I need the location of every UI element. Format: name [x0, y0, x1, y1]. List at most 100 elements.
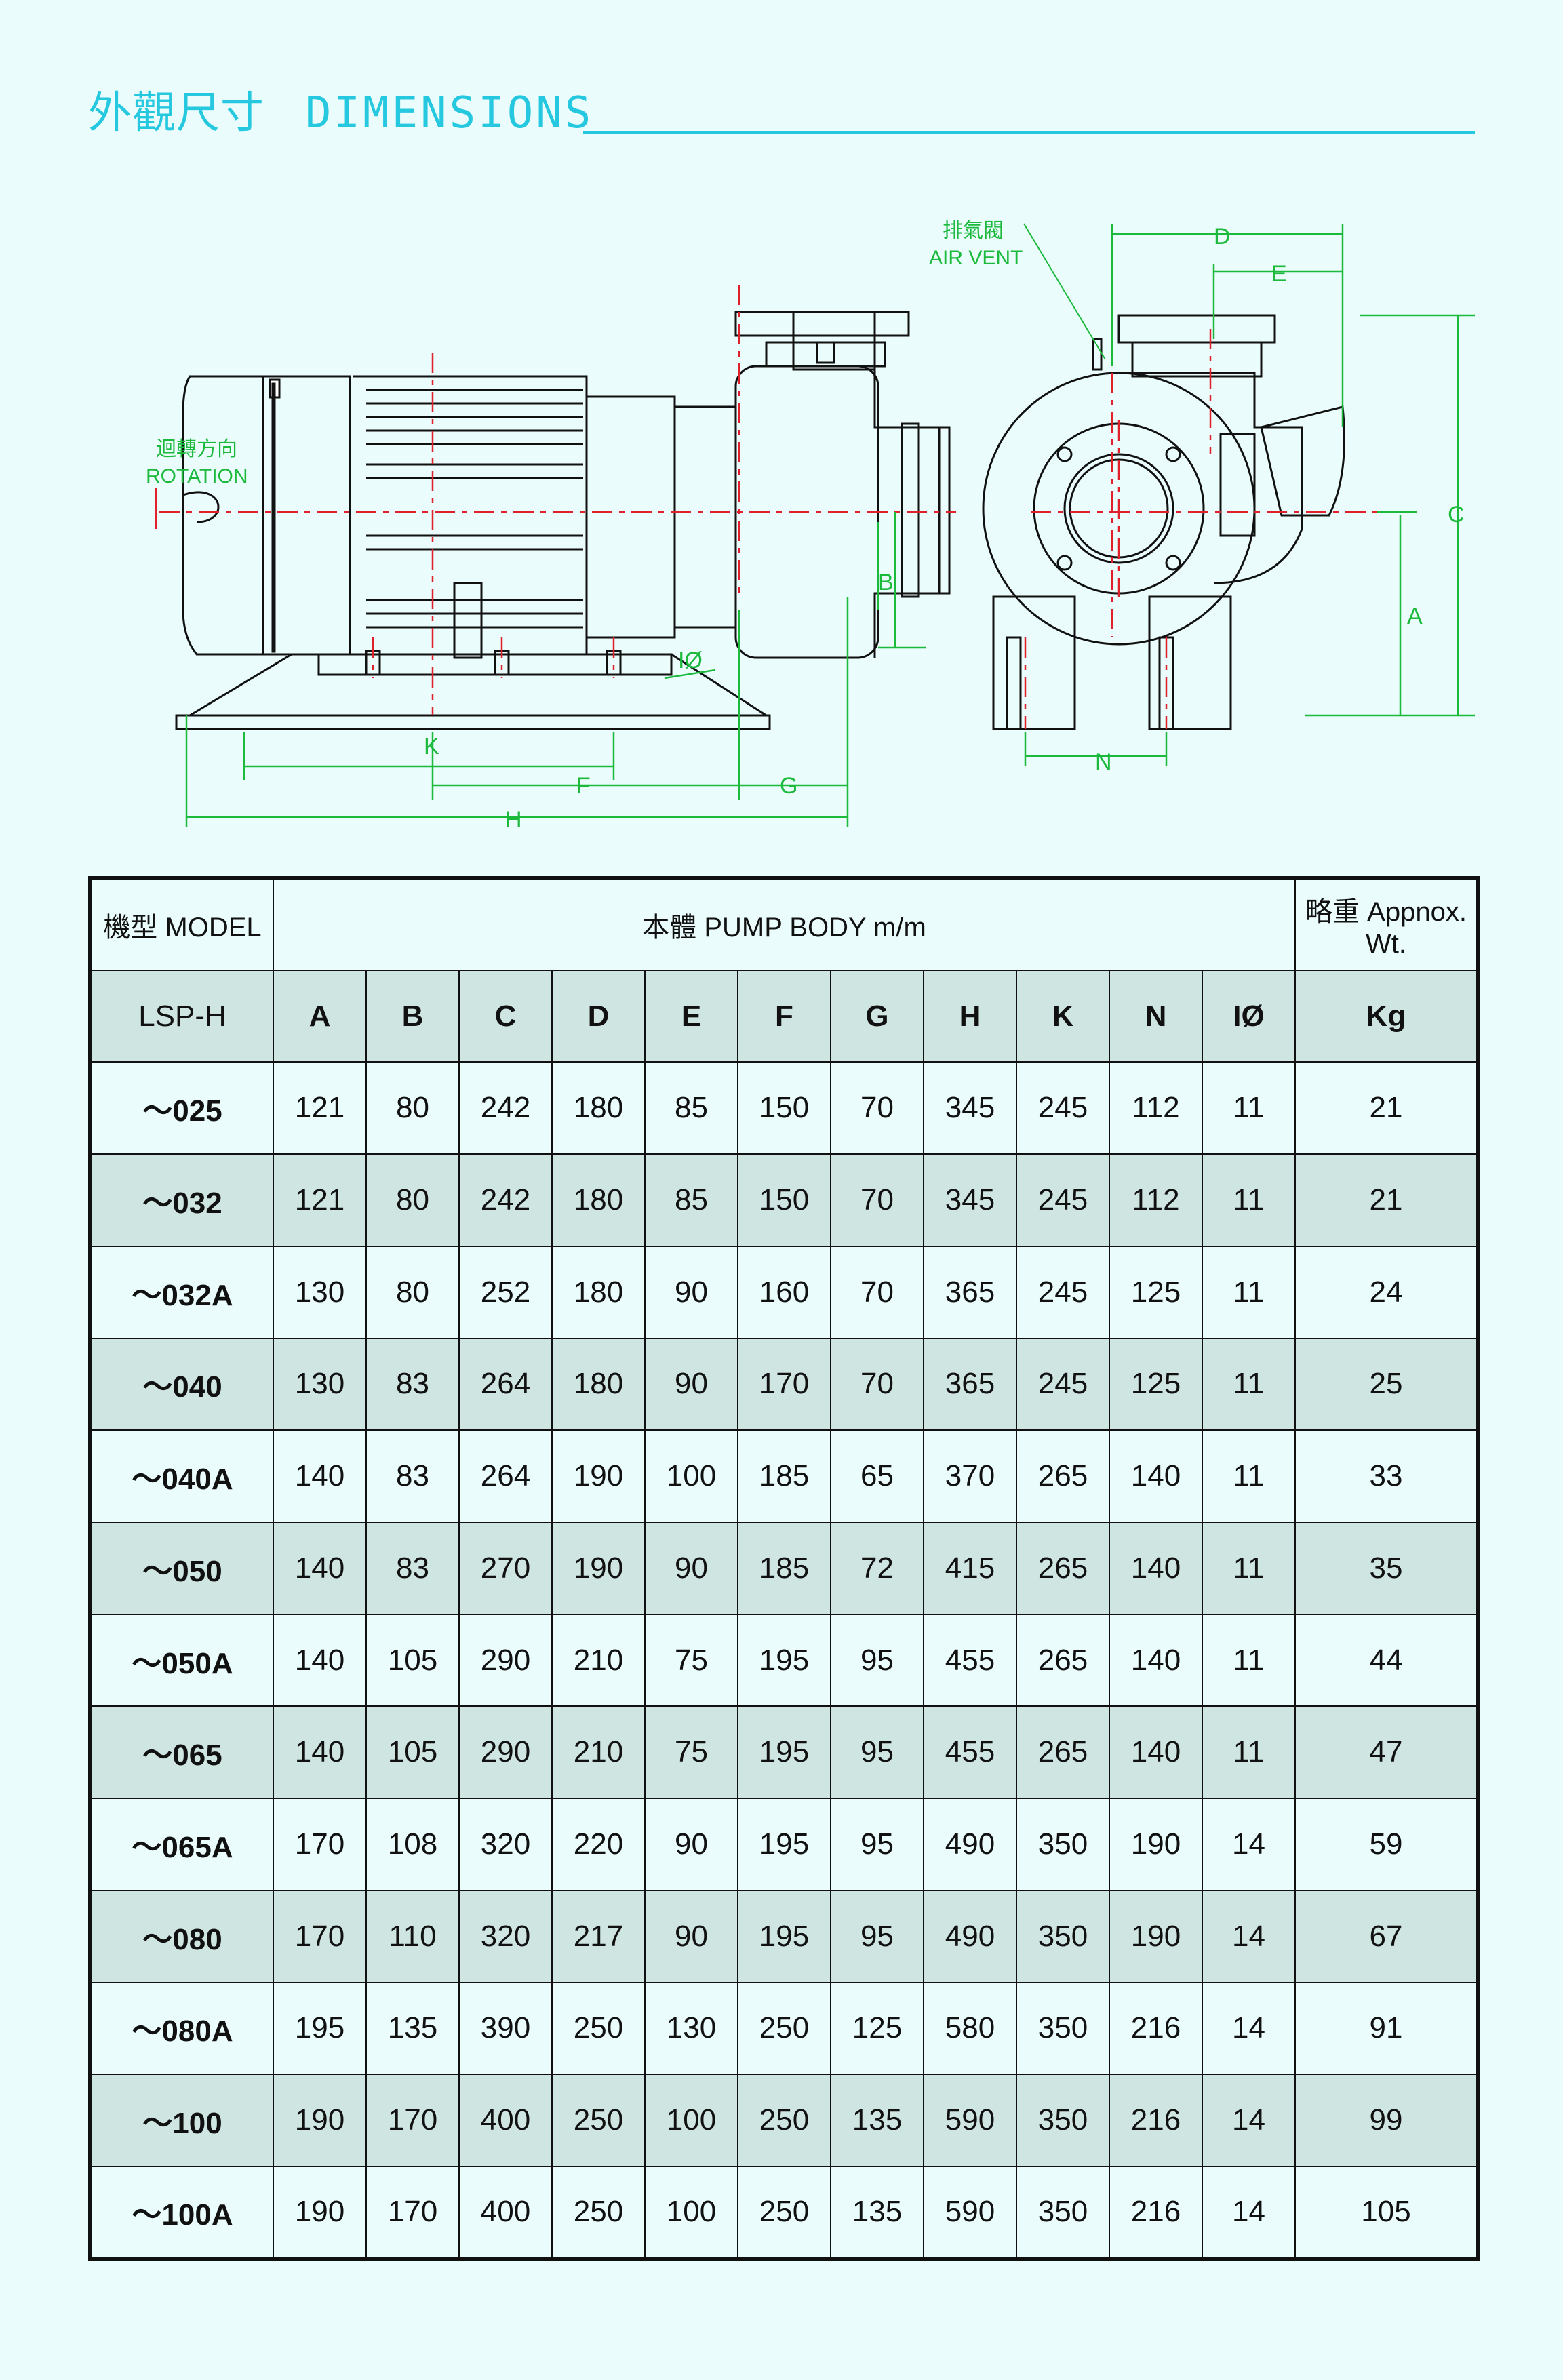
dimension-cell: 245 — [1016, 1061, 1110, 1155]
dimension-cell: 11 — [1202, 1522, 1296, 1615]
dimension-cell: 590 — [923, 2074, 1017, 2168]
dimension-cell: 245 — [1016, 1153, 1110, 1247]
pump-body-header: 本體 PUMP BODY m/m — [273, 877, 1296, 971]
dimension-cell: 70 — [830, 1337, 924, 1431]
dimension-cell: 265 — [1016, 1522, 1110, 1615]
dimension-cell: 130 — [644, 1981, 738, 2076]
air-vent-label-zh: 排氣閥 — [943, 220, 1004, 242]
dimension-cell: 125 — [1109, 1245, 1203, 1339]
dimension-cell: 121 — [273, 1153, 367, 1247]
dimension-cell: 190 — [551, 1522, 646, 1615]
dimension-cell: 14 — [1202, 2074, 1296, 2168]
dim-label-n: N — [1095, 749, 1112, 775]
dimension-cell: 100 — [644, 2074, 738, 2168]
weight-header: 略重 Appnox. Wt. — [1294, 877, 1479, 971]
dimension-cell: 180 — [551, 1061, 646, 1155]
column-header: G — [830, 969, 924, 1063]
dimension-cell: 290 — [458, 1705, 553, 1800]
dimension-cell: 112 — [1109, 1061, 1203, 1155]
weight-cell: 105 — [1294, 2166, 1479, 2259]
series-cell: LSP-H — [90, 969, 274, 1063]
dimension-cell: 190 — [1109, 1889, 1203, 1983]
dimension-cell: 100 — [644, 1429, 738, 1524]
dimension-cell: 195 — [737, 1889, 831, 1983]
dimension-cell: 70 — [830, 1061, 924, 1155]
dimension-cell: 170 — [365, 2074, 460, 2168]
centerlines — [159, 285, 1417, 729]
dimension-cell: 125 — [830, 1981, 924, 2076]
title-en: DIMENSIONS — [305, 88, 594, 138]
dimension-cell: 75 — [644, 1705, 738, 1800]
dimension-cell: 140 — [273, 1429, 367, 1524]
dimension-cell: 90 — [644, 1889, 738, 1983]
dimension-cell: 150 — [737, 1061, 831, 1155]
column-header: H — [923, 969, 1017, 1063]
weight-cell: 99 — [1294, 2074, 1479, 2168]
weight-cell: 91 — [1294, 1981, 1479, 2076]
dimension-cell: 108 — [365, 1798, 460, 1891]
dimension-cell: 216 — [1109, 1981, 1203, 2076]
dimension-cell: 90 — [644, 1798, 738, 1891]
dimension-cell: 83 — [365, 1337, 460, 1431]
dimension-cell: 14 — [1202, 1889, 1296, 1983]
model-cell: ～080 — [90, 1889, 274, 1983]
model-cell: ～065A — [90, 1798, 274, 1891]
dimension-cell: 195 — [737, 1613, 831, 1707]
dim-label-g: G — [780, 773, 797, 799]
dimension-cell: 135 — [830, 2074, 924, 2168]
dimension-cell: 140 — [1109, 1522, 1203, 1615]
column-header: K — [1016, 969, 1110, 1063]
dimension-cell: 265 — [1016, 1613, 1110, 1707]
dimension-cell: 216 — [1109, 2074, 1203, 2168]
dimension-cell: 190 — [273, 2074, 367, 2168]
dimensions-table: 機型 MODEL 本體 PUMP BODY m/m 略重 Appnox. Wt.… — [88, 876, 1480, 2261]
dimension-cell: 65 — [830, 1429, 924, 1524]
dimension-cell: 180 — [551, 1245, 646, 1339]
weight-cell: 21 — [1294, 1153, 1479, 1247]
air-vent-label-en: AIR VENT — [929, 247, 1023, 269]
dimension-cell: 490 — [923, 1889, 1017, 1983]
model-cell: ～100A — [90, 2166, 274, 2259]
dimension-cell: 83 — [365, 1522, 460, 1615]
model-header: 機型 MODEL — [90, 877, 274, 971]
column-header: N — [1109, 969, 1203, 1063]
dimension-cell: 11 — [1202, 1245, 1296, 1339]
dimension-cell: 210 — [551, 1613, 646, 1707]
dim-label-h: H — [505, 807, 522, 833]
dimension-cell: 490 — [923, 1798, 1017, 1891]
dimension-cell: 80 — [365, 1245, 460, 1339]
dim-label-i: IØ — [678, 648, 703, 673]
dimension-cell: 140 — [273, 1705, 367, 1800]
dim-label-b: B — [878, 570, 894, 595]
dimension-cell: 320 — [458, 1889, 553, 1983]
dimension-cell: 140 — [1109, 1613, 1203, 1707]
column-header: A — [273, 969, 367, 1063]
dimension-cell: 195 — [737, 1798, 831, 1891]
dimension-cell: 190 — [273, 2166, 367, 2259]
dimension-cell: 180 — [551, 1153, 646, 1247]
model-cell: ～025 — [90, 1061, 274, 1155]
dimension-cell: 264 — [458, 1429, 553, 1524]
dimension-cell: 100 — [644, 2166, 738, 2259]
column-header: B — [365, 969, 460, 1063]
dimension-cell: 11 — [1202, 1337, 1296, 1431]
weight-cell: 47 — [1294, 1705, 1479, 1800]
model-cell: ～050A — [90, 1613, 274, 1707]
dimension-cell: 125 — [1109, 1337, 1203, 1431]
dimension-cell: 140 — [273, 1522, 367, 1615]
weight-cell: 24 — [1294, 1245, 1479, 1339]
dimension-cell: 85 — [644, 1153, 738, 1247]
dimension-cell: 350 — [1016, 2166, 1110, 2259]
dimension-cell: 590 — [923, 2166, 1017, 2259]
model-cell: ～032A — [90, 1245, 274, 1339]
front-view — [982, 314, 1345, 730]
dimension-cell: 242 — [458, 1153, 553, 1247]
dimension-cell: 11 — [1202, 1153, 1296, 1247]
